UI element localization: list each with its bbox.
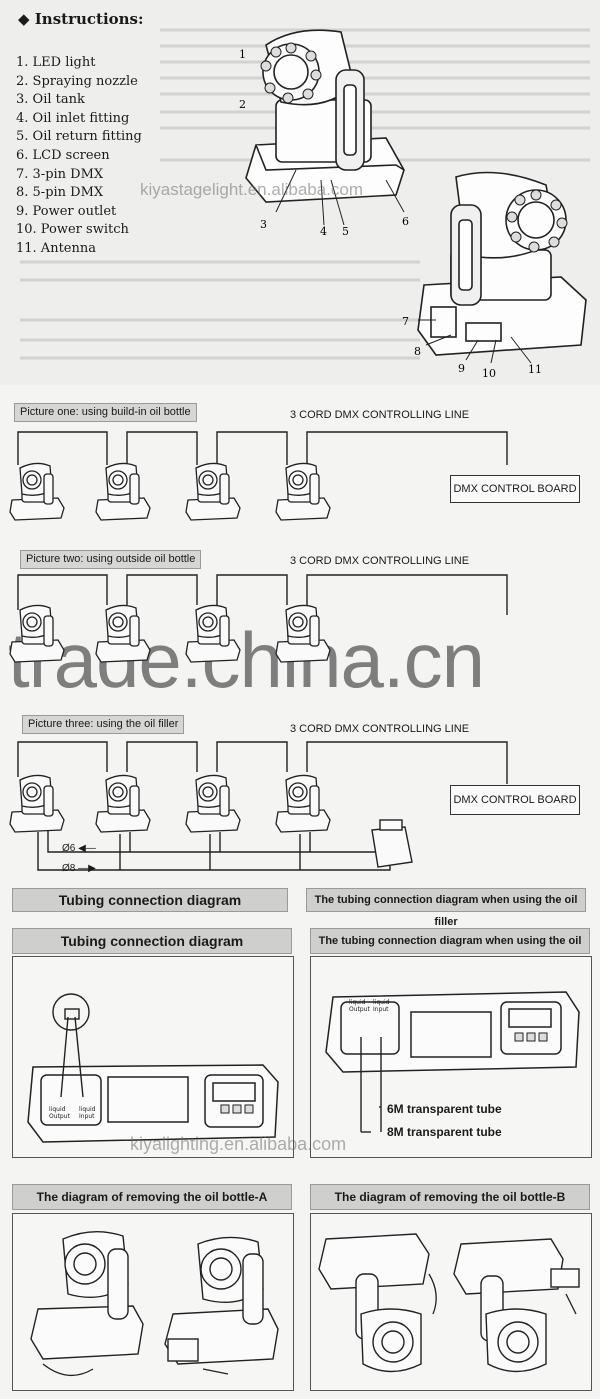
picture-three-label: Picture three: using the oil filler xyxy=(22,715,185,734)
list-item: 1. LED light xyxy=(16,55,96,70)
callout-3: 3 xyxy=(260,218,267,231)
dmx-cable-lines xyxy=(17,574,508,615)
tubing-filler-caption: The tubing connection diagram when using… xyxy=(306,888,586,928)
dmx-and-tube-lines xyxy=(17,741,508,871)
removing-a-panel xyxy=(12,1213,294,1391)
dmx-cable-lines xyxy=(17,431,508,465)
dmx-control-board: DMX CONTROL BOARD xyxy=(450,785,580,815)
moving-head-front-illustration: 1 2 3 4 5 6 xyxy=(239,29,409,235)
moving-head-fixture xyxy=(95,462,151,521)
picture-two-label: Picture two: using outside oil bottle xyxy=(20,550,202,569)
removing-a-caption: The diagram of removing the oil bottle-A xyxy=(12,1184,292,1210)
list-item: 7. 3-pin DMX xyxy=(16,166,104,182)
dmx-control-board: DMX CONTROL BOARD xyxy=(450,475,580,503)
removing-b-caption: The diagram of removing the oil bottle-B xyxy=(310,1184,590,1210)
moving-head-fixture xyxy=(95,604,151,663)
tube-d8-label: Ø8 —▶ xyxy=(62,863,96,874)
list-item: 3. Oil tank xyxy=(16,92,85,108)
arrow-right-icon: —▶ xyxy=(75,863,96,874)
watermark-kiya-top: kiyastagelight.en.alibaba.com xyxy=(140,180,364,199)
moving-head-fixture xyxy=(185,462,241,521)
liquid-output-label-left: liquid Output xyxy=(49,1106,70,1120)
list-item: 4. Oil inlet fitting xyxy=(16,110,130,126)
moving-head-back-illustration: 7 8 9 10 11 xyxy=(402,171,587,380)
list-item: 5. Oil return fitting xyxy=(16,129,142,145)
moving-head-fixture xyxy=(275,774,331,833)
instructions-heading: ◆ Instructions: xyxy=(18,10,144,28)
callout-7: 7 xyxy=(402,315,409,328)
tubing-filler-panel-title: The tubing connection diagram when using… xyxy=(310,928,590,971)
base-unit-illustration xyxy=(325,991,580,1133)
callout-5: 5 xyxy=(342,225,349,235)
instructions-section: ◆ Instructions: 1. LED light 2. Spraying… xyxy=(0,0,600,385)
picture-one-label: Picture one: using build-in oil bottle xyxy=(14,403,197,422)
tubing-panel-title: Tubing connection diagram xyxy=(12,928,292,954)
moving-head-fixture xyxy=(9,774,65,833)
picture-one-diagram: Picture one: using build-in oil bottle 3… xyxy=(0,395,600,535)
cord-label: 3 CORD DMX CONTROLLING LINE xyxy=(290,723,470,735)
tubing-panel-right: liquid Output liquid Input 6M transparen… xyxy=(310,956,592,1158)
picture-two-diagram: Picture two: using outside oil bottle 3 … xyxy=(0,545,600,705)
base-unit-illustration xyxy=(27,993,279,1143)
liquid-input-label-left: liquid Input xyxy=(79,1106,96,1120)
moving-head-fixture xyxy=(275,462,331,521)
picture-three-diagram: Picture three: using the oil filler 3 CO… xyxy=(0,712,600,887)
watermark-kiya-bottom: kiyalighting.en.alibaba.com xyxy=(130,1134,347,1154)
list-item: 10. Power switch xyxy=(16,222,129,238)
list-item: 6. LCD screen xyxy=(16,147,110,163)
moving-head-fixture xyxy=(9,462,65,521)
moving-head-fixture xyxy=(9,604,65,663)
removing-b-illustration xyxy=(318,1233,580,1373)
instructions-list: 1. LED light 2. Spraying nozzle 3. Oil t… xyxy=(16,54,142,259)
tube-d6-label: Ø6 ◀— xyxy=(62,843,96,854)
callout-2: 2 xyxy=(239,98,246,111)
moving-head-fixture xyxy=(95,774,151,833)
background-text-texture xyxy=(20,28,590,360)
callout-9: 9 xyxy=(458,362,465,375)
tube-6m-label: 6M transparent tube xyxy=(387,1102,502,1116)
callout-4: 4 xyxy=(320,225,327,235)
cord-label: 3 CORD DMX CONTROLLING LINE xyxy=(290,555,470,567)
moving-head-fixture xyxy=(185,604,241,663)
tubing-panel-left: liquid Output liquid Input xyxy=(12,956,294,1158)
callout-6: 6 xyxy=(402,215,409,228)
tube-8m-label: 8M transparent tube xyxy=(387,1125,502,1139)
cord-label: 3 CORD DMX CONTROLLING LINE xyxy=(290,409,470,421)
moving-head-fixture xyxy=(275,604,331,663)
arrow-left-icon: ◀— xyxy=(75,843,96,854)
tubing-caption: Tubing connection diagram xyxy=(12,888,288,912)
list-item: 11. Antenna xyxy=(16,240,96,256)
list-item: 2. Spraying nozzle xyxy=(16,73,138,89)
callout-1: 1 xyxy=(239,48,246,61)
moving-head-fixture xyxy=(185,774,241,833)
liquid-output-label-right: liquid Output xyxy=(349,999,370,1013)
callout-8: 8 xyxy=(414,345,421,358)
callout-11: 11 xyxy=(528,363,542,376)
removing-a-illustration xyxy=(30,1231,279,1376)
liquid-input-label-right: liquid Input xyxy=(373,999,390,1013)
list-item: 8. 5-pin DMX xyxy=(16,185,104,201)
watermark-trade-china: trade.china.cn xyxy=(8,616,485,704)
callout-10: 10 xyxy=(482,367,496,380)
list-item: 9. Power outlet xyxy=(16,203,117,219)
diamond-bullet-icon: ◆ xyxy=(18,10,30,28)
removing-b-panel xyxy=(310,1213,592,1391)
